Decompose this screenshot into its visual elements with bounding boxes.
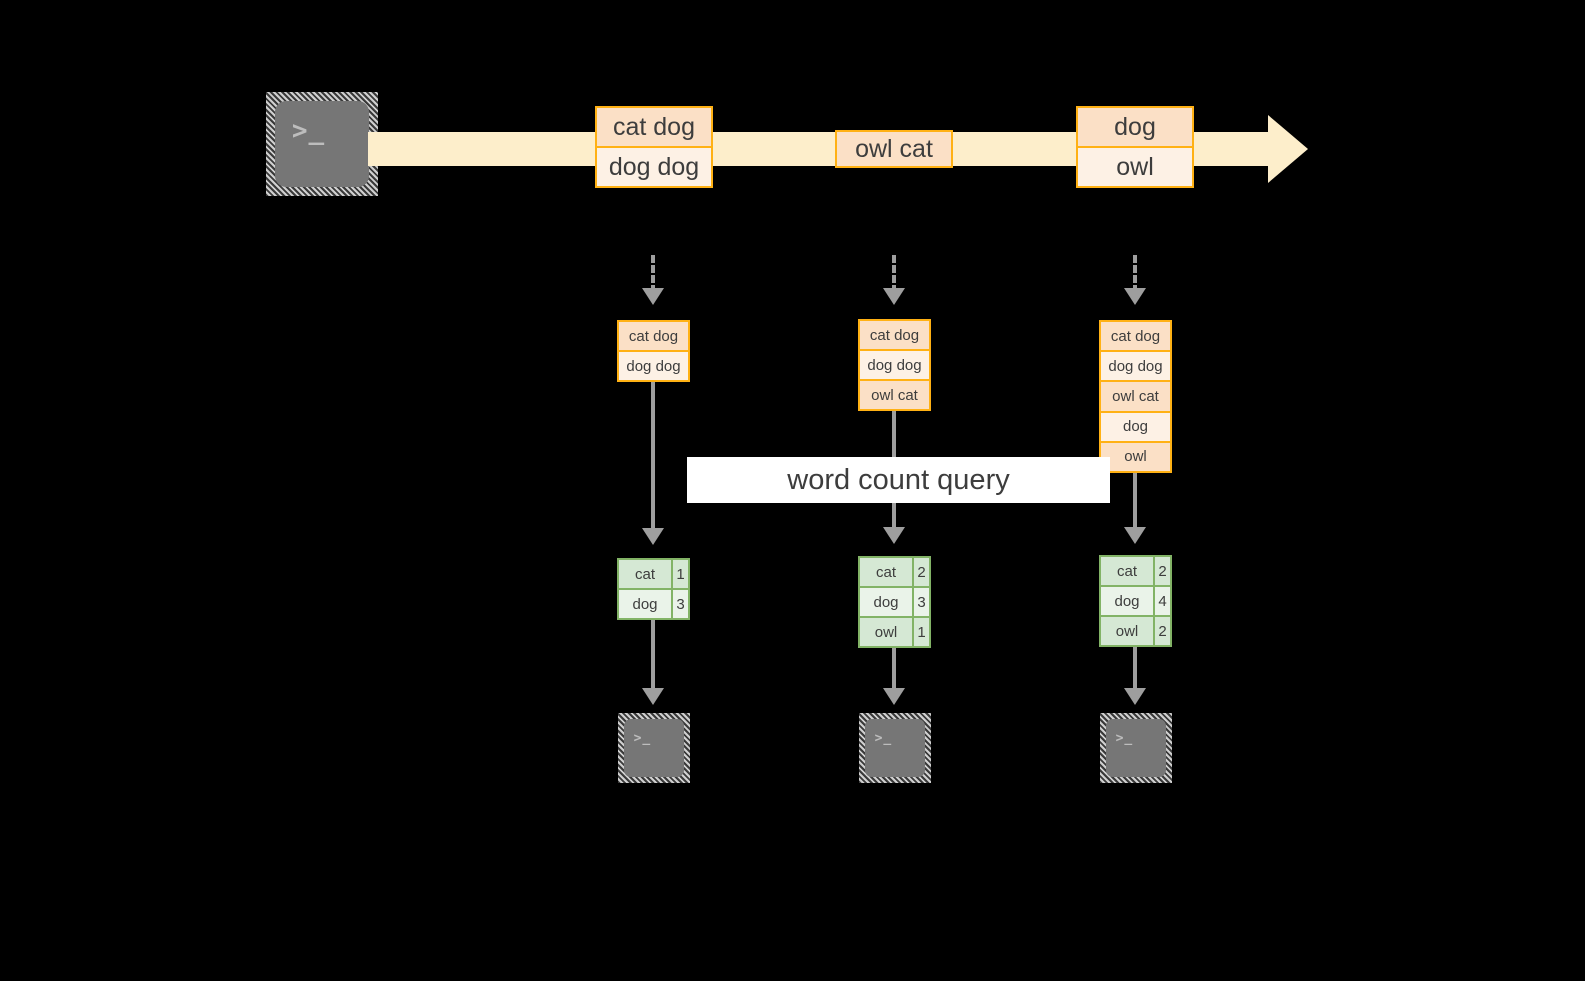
table-row: dog 3 xyxy=(619,588,688,618)
table-row: owl 1 xyxy=(860,616,929,646)
stream-to-snapshot-connector xyxy=(1133,255,1137,293)
stream-timeline-arrowhead xyxy=(1268,115,1308,183)
snapshot-to-result-connector-2 xyxy=(1133,473,1137,531)
table-row: cat 2 xyxy=(860,558,929,586)
terminal-screen: >_ xyxy=(275,101,369,187)
snapshot-input-line: cat dog xyxy=(619,322,688,350)
result-table-1: cat 2 dog 3 owl 1 xyxy=(858,556,931,648)
source-terminal-icon: >_ xyxy=(266,92,378,196)
terminal-prompt-glyph: >_ xyxy=(633,730,652,746)
stream-event-line: cat dog xyxy=(597,108,711,146)
stream-event-line: dog dog xyxy=(597,146,711,186)
snapshot-to-result-connector-0 xyxy=(651,382,655,532)
result-count: 3 xyxy=(912,588,929,616)
snapshot-input-line: cat dog xyxy=(1101,322,1170,351)
result-word: dog xyxy=(860,588,912,616)
snapshot-to-result-arrowhead-2 xyxy=(1124,527,1146,544)
result-count: 3 xyxy=(671,590,688,618)
snapshot-input-0: cat dog dog dog xyxy=(617,320,690,382)
terminal-screen: >_ xyxy=(624,719,684,777)
table-row: cat 2 xyxy=(1101,557,1170,585)
snapshot-to-result-arrowhead-0 xyxy=(642,528,664,545)
snapshot-input-line: dog dog xyxy=(860,349,929,379)
table-row: owl 2 xyxy=(1101,615,1170,645)
snapshot-input-line: cat dog xyxy=(860,321,929,349)
table-row: dog 3 xyxy=(860,586,929,616)
query-label-band: word count query xyxy=(687,457,1110,503)
result-to-sink-connector-0 xyxy=(651,620,655,692)
stream-to-snapshot-arrowhead xyxy=(883,288,905,305)
result-word: cat xyxy=(1101,557,1153,585)
result-table-0: cat 1 dog 3 xyxy=(617,558,690,620)
result-word: cat xyxy=(860,558,912,586)
terminal-prompt-glyph: >_ xyxy=(874,730,893,746)
snapshot-input-line: dog xyxy=(1101,410,1170,441)
terminal-screen: >_ xyxy=(865,719,925,777)
snapshot-input-line: owl cat xyxy=(1101,380,1170,411)
stream-to-snapshot-arrowhead xyxy=(642,288,664,305)
result-table-2: cat 2 dog 4 owl 2 xyxy=(1099,555,1172,647)
snapshot-input-2: cat dog dog dog owl cat dog owl xyxy=(1099,320,1172,473)
result-count: 1 xyxy=(671,560,688,588)
stream-event-0: cat dog dog dog xyxy=(595,106,713,188)
sink-terminal-icon-2: >_ xyxy=(1100,713,1172,783)
snapshot-to-result-arrowhead-1 xyxy=(883,527,905,544)
result-to-sink-arrowhead-2 xyxy=(1124,688,1146,705)
result-to-sink-connector-2 xyxy=(1133,647,1137,692)
stream-event-line: owl cat xyxy=(837,132,951,166)
stream-to-snapshot-connector xyxy=(651,255,655,293)
result-count: 2 xyxy=(1153,557,1170,585)
stream-event-1: owl cat xyxy=(835,130,953,168)
snapshot-input-line: dog dog xyxy=(619,350,688,380)
result-word: dog xyxy=(1101,587,1153,615)
table-row: dog 4 xyxy=(1101,585,1170,615)
result-count: 2 xyxy=(912,558,929,586)
terminal-prompt-glyph: >_ xyxy=(291,116,326,147)
result-to-sink-connector-1 xyxy=(892,648,896,692)
sink-terminal-icon-0: >_ xyxy=(618,713,690,783)
snapshot-input-line: owl cat xyxy=(860,379,929,409)
result-word: dog xyxy=(619,590,671,618)
terminal-screen: >_ xyxy=(1106,719,1166,777)
stream-event-line: owl xyxy=(1078,146,1192,186)
result-to-sink-arrowhead-0 xyxy=(642,688,664,705)
result-word: owl xyxy=(1101,617,1153,645)
snapshot-input-line: owl xyxy=(1101,440,1170,472)
sink-terminal-icon-1: >_ xyxy=(859,713,931,783)
query-label: word count query xyxy=(787,463,1010,496)
result-word: cat xyxy=(619,560,671,588)
terminal-prompt-glyph: >_ xyxy=(1115,730,1134,746)
result-count: 4 xyxy=(1153,587,1170,615)
snapshot-input-1: cat dog dog dog owl cat xyxy=(858,319,931,411)
table-row: cat 1 xyxy=(619,560,688,588)
stream-event-line: dog xyxy=(1078,108,1192,146)
stream-to-snapshot-connector xyxy=(892,255,896,293)
stream-event-2: dog owl xyxy=(1076,106,1194,188)
result-count: 1 xyxy=(912,618,929,646)
result-count: 2 xyxy=(1153,617,1170,645)
result-word: owl xyxy=(860,618,912,646)
stream-to-snapshot-arrowhead xyxy=(1124,288,1146,305)
snapshot-input-line: dog dog xyxy=(1101,350,1170,381)
result-to-sink-arrowhead-1 xyxy=(883,688,905,705)
